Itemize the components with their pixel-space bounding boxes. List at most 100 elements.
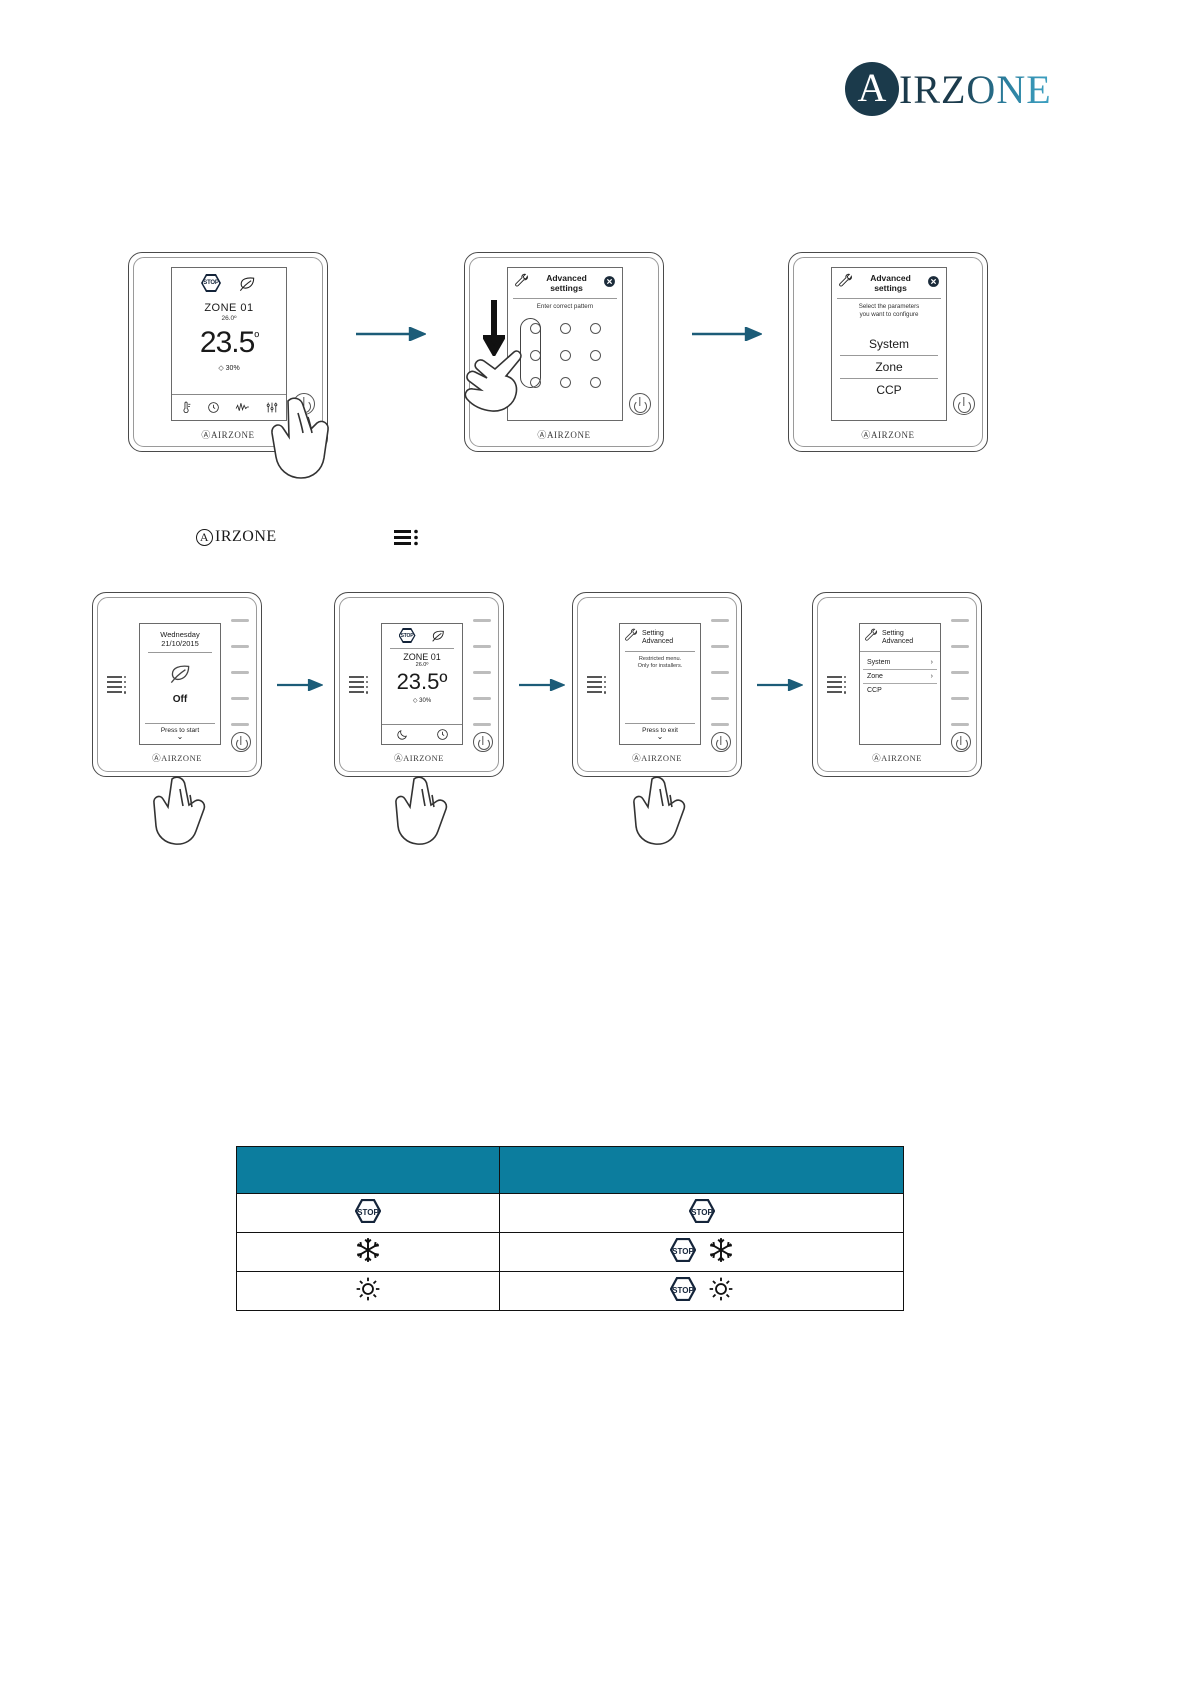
device-brand-mark: Ⓐ (152, 753, 162, 763)
pattern-grid[interactable] (508, 317, 622, 388)
device-screen[interactable]: STOP ZONE 01 26.0º 23.5º ◇ 30% (381, 623, 463, 745)
clock-icon[interactable] (436, 728, 449, 741)
arrow-right-4 (519, 678, 566, 696)
drop-icon: ◇ (218, 365, 224, 372)
leaf-icon (430, 628, 446, 644)
date-label: Wednesday 21/10/2015 (160, 630, 200, 648)
status-icon-row: STOP (172, 268, 286, 294)
pattern-dot[interactable] (589, 349, 601, 361)
screen-bottom-toolbar[interactable] (382, 724, 462, 744)
svg-text:STOP: STOP (672, 1247, 694, 1256)
device-brand-label: ⒶAIRZONE (872, 753, 922, 763)
pattern-dot[interactable] (589, 322, 601, 334)
pattern-dot[interactable] (559, 376, 571, 388)
pattern-dot[interactable] (589, 376, 601, 388)
device-screen[interactable]: Wednesday 21/10/2015 Off Press to start … (139, 623, 221, 745)
humidity-value: ◇ 30% (218, 365, 240, 372)
grill-menu-icon[interactable] (587, 675, 607, 694)
stop-icon: STOP (398, 628, 416, 643)
device-brand-mark: Ⓐ (201, 430, 211, 440)
screen-subtitle: Select the parameters you want to config… (837, 298, 941, 319)
menu-item-zone[interactable]: Zone (840, 356, 938, 379)
status-icon-row: STOP (382, 624, 462, 644)
table-header-left (236, 1146, 500, 1194)
sliders-icon[interactable] (265, 401, 279, 414)
wave-icon[interactable] (235, 401, 250, 414)
grill-menu-icon[interactable] (827, 675, 847, 694)
screen-bottom-toolbar[interactable] (172, 394, 286, 420)
press-to-exit-hint[interactable]: Press to exit ⌄ (625, 722, 695, 741)
clock-icon[interactable] (207, 401, 220, 414)
divider (390, 648, 454, 649)
screen-header: Advanced settings (508, 268, 622, 298)
screen-title: Setting Advanced (882, 630, 914, 645)
advanced-menu-list[interactable]: System Zone CCP (832, 333, 946, 401)
menu-item-zone[interactable]: Zone › (863, 670, 937, 684)
hand-pointer-3 (152, 775, 224, 852)
screen-title: Advanced settings (546, 272, 587, 293)
thermometer-icon[interactable] (179, 401, 192, 414)
current-temperature: 23.5º (396, 669, 448, 694)
advanced-menu-list[interactable]: System › Zone › CCP (860, 656, 940, 697)
power-icon[interactable] (711, 732, 731, 752)
divider (148, 652, 212, 653)
close-icon[interactable] (603, 275, 616, 293)
device-brand-label[interactable]: ⒶAIRZONE (632, 753, 682, 763)
power-icon[interactable] (953, 393, 975, 415)
grill-menu-icon[interactable] (349, 675, 369, 694)
pattern-dot[interactable] (559, 349, 571, 361)
device-brand-mark: Ⓐ (632, 753, 642, 763)
svg-text:STOP: STOP (691, 1208, 713, 1217)
device-brand-label[interactable]: ⒶAIRZONE (394, 753, 444, 763)
menu-item-ccp[interactable]: CCP (876, 382, 902, 397)
device-body: Setting Advanced Restricted menu. Only f… (572, 592, 742, 777)
device-screen[interactable]: STOP ZONE 01 26.0º 23.5º ◇ 30% (171, 267, 287, 421)
airzone-logo: A IRZONE (845, 62, 1052, 116)
airzone-wordmark-text: IRZONE (215, 528, 277, 545)
device-think-off[interactable]: Wednesday 21/10/2015 Off Press to start … (92, 592, 262, 777)
vent-slots (949, 619, 971, 726)
screen-title: Setting Advanced (642, 630, 674, 645)
power-icon[interactable] (629, 393, 651, 415)
device-screen[interactable]: Advanced settings Enter correct pattern (507, 267, 623, 421)
menu-item-system[interactable]: System (840, 333, 938, 356)
zone-label: ZONE 01 (403, 652, 441, 662)
power-icon[interactable] (951, 732, 971, 752)
menu-item-ccp[interactable]: CCP (867, 687, 882, 694)
vent-slots (709, 619, 731, 726)
press-to-start-hint[interactable]: Press to start ⌄ (145, 722, 215, 740)
device-brand-label[interactable]: ⒶAIRZONE (152, 753, 202, 763)
device-screen[interactable]: Advanced settings Select the parameters … (831, 267, 947, 421)
grill-menu-icon[interactable] (107, 675, 127, 694)
power-icon[interactable] (473, 732, 493, 752)
pattern-dot[interactable] (559, 322, 571, 334)
table-header-row (236, 1146, 904, 1194)
menu-item-system[interactable]: System › (863, 656, 937, 670)
device-brand-label: ⒶAIRZONE (201, 430, 255, 440)
wrench-icon (838, 273, 854, 294)
device-think-zone[interactable]: STOP ZONE 01 26.0º 23.5º ◇ 30% (334, 592, 504, 777)
device-blueface-pattern[interactable]: Advanced settings Enter correct pattern (464, 252, 664, 452)
table-row: STOP (236, 1232, 904, 1272)
hand-pointer-1 (262, 395, 340, 492)
setpoint-value: 26.0º (221, 315, 237, 322)
cell-left-stop: STOP (236, 1193, 500, 1233)
device-blueface-advanced-menu[interactable]: Advanced settings Select the parameters … (788, 252, 988, 452)
cell-right-stop: STOP (499, 1193, 904, 1233)
chevron-down-icon: ⌄ (656, 731, 664, 741)
hand-pointer-4 (394, 775, 466, 852)
device-think-restricted[interactable]: Setting Advanced Restricted menu. Only f… (572, 592, 742, 777)
device-body: STOP ZONE 01 26.0º 23.5º ◇ 30% (128, 252, 328, 452)
grill-menu-icon (394, 528, 420, 550)
airzone-wordmark-inline: A IRZONE (196, 528, 277, 546)
device-think-advanced-menu[interactable]: Setting Advanced System › Zone › CCP (812, 592, 982, 777)
close-icon[interactable] (927, 275, 940, 293)
moon-icon[interactable] (396, 728, 409, 741)
device-screen[interactable]: Setting Advanced System › Zone › CCP (859, 623, 941, 745)
hand-pointer-5 (632, 775, 704, 852)
device-body: Advanced settings Enter correct pattern (464, 252, 664, 452)
power-icon[interactable] (231, 732, 251, 752)
screen-header: Advanced settings (832, 268, 946, 298)
device-blueface-home[interactable]: STOP ZONE 01 26.0º 23.5º ◇ 30% (128, 252, 328, 452)
device-screen[interactable]: Setting Advanced Restricted menu. Only f… (619, 623, 701, 745)
